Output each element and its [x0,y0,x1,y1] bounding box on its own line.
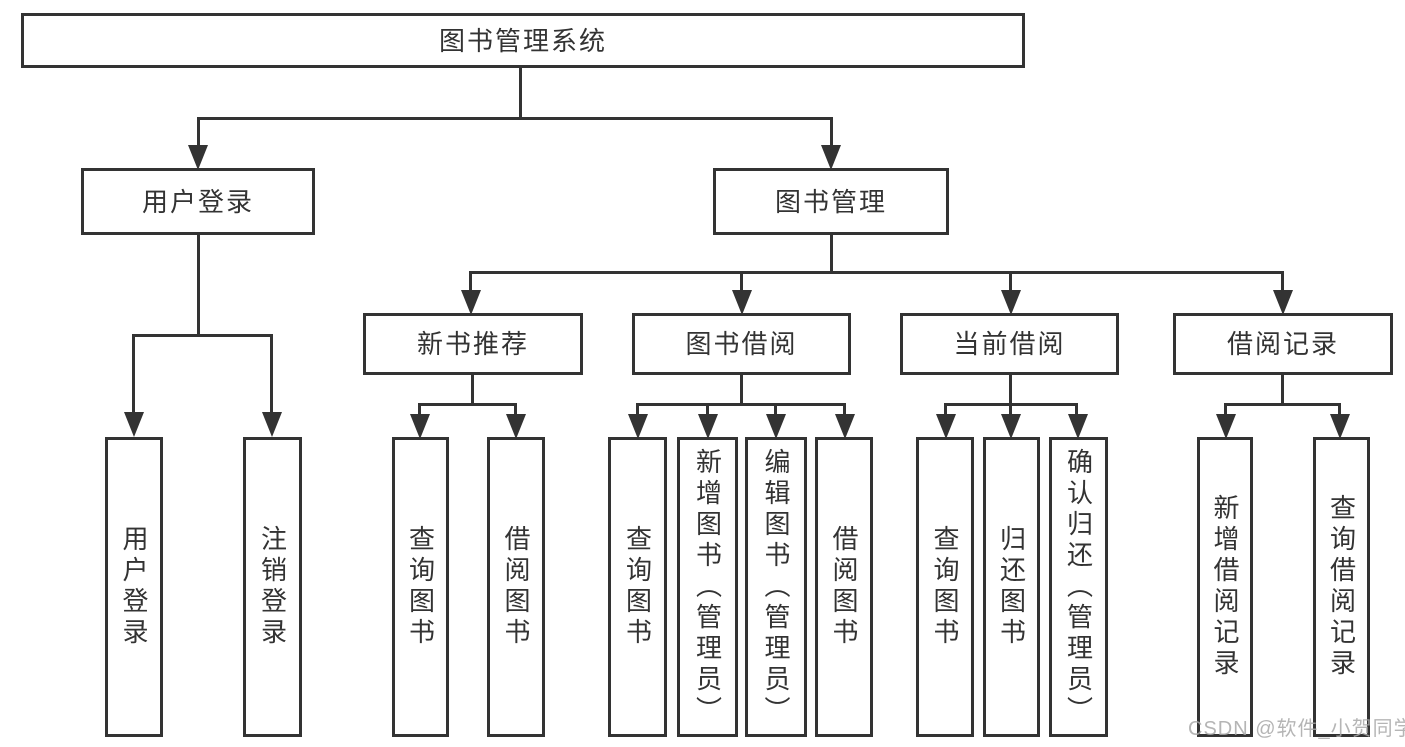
connector-leaf-drop [514,403,517,417]
connector-newbook-hline [418,403,517,406]
leaf-current-query-label: 查询图书 [930,525,960,649]
connector-login-hline [132,334,272,337]
node-current-borrow: 当前借阅 [900,313,1119,375]
arrowhead-icon [732,290,752,315]
leaf-current-query: 查询图书 [916,437,974,737]
connector-login-stem [197,234,200,337]
leaf-add-borrow-record-label: 新增借阅记录 [1210,494,1240,680]
connector-leaf-drop [706,403,709,417]
arrowhead-icon [506,414,526,439]
node-book-borrow-label: 图书借阅 [685,329,798,359]
leaf-user-login-label: 用户登录 [119,525,149,649]
arrowhead-icon [766,414,786,439]
leaf-newbook-borrow: 借阅图书 [487,437,545,737]
connector-mgmt-drop [830,117,833,151]
leaf-newbook-borrow-label: 借阅图书 [501,525,531,649]
csdn-watermark: CSDN @软件_小贺同学 [1188,718,1405,740]
leaf-borrow-edit-admin-label: 编辑图书（管理员） [761,447,791,727]
leaf-user-login: 用户登录 [105,437,163,737]
leaf-return-book: 归还图书 [983,437,1040,737]
leaf-borrow-book: 借阅图书 [815,437,873,737]
node-book-management-label: 图书管理 [774,186,887,217]
connector-mgmt-stem [830,234,833,274]
arrowhead-icon [1068,414,1088,439]
arrowhead-icon [835,414,855,439]
node-book-management: 图书管理 [713,168,949,235]
arrowhead-icon [1001,414,1021,439]
connector-module-drop [469,271,472,293]
connector-current-stem [1009,374,1012,406]
connector-borrow-stem [740,374,743,406]
node-borrow-records: 借阅记录 [1173,313,1393,375]
node-user-login-label: 用户登录 [141,186,254,217]
connector-leaf-drop [418,403,421,417]
connector-login-child-drop [270,334,273,412]
arrowhead-icon [188,145,208,170]
leaf-logout: 注销登录 [243,437,302,737]
leaf-return-book-label: 归还图书 [996,525,1027,649]
node-borrow-records-label: 借阅记录 [1226,329,1339,359]
node-user-login: 用户登录 [81,168,315,235]
node-root: 图书管理系统 [21,13,1025,68]
connector-level1-hline [197,117,833,120]
arrowhead-icon [262,412,282,437]
connector-module-drop [1281,271,1284,293]
leaf-query-borrow-record: 查询借阅记录 [1313,437,1370,737]
connector-leaf-drop [774,403,777,417]
connector-module-drop [1009,271,1012,293]
arrowhead-icon [410,414,430,439]
connector-records-hline [1224,403,1341,406]
leaf-add-borrow-record: 新增借阅记录 [1197,437,1253,737]
connector-leaf-drop [1009,403,1012,417]
leaf-borrow-query-label: 查询图书 [622,525,653,649]
arrowhead-icon [1330,414,1350,439]
leaf-borrow-query: 查询图书 [608,437,667,737]
node-new-book-recommend-label: 新书推荐 [416,329,529,359]
node-root-label: 图书管理系统 [438,25,607,56]
arrowhead-icon [1216,414,1236,439]
leaf-borrow-book-label: 借阅图书 [829,525,859,649]
leaf-borrow-add-admin-label: 新增图书（管理员） [692,447,723,727]
leaf-borrow-add-admin: 新增图书（管理员） [677,437,738,737]
arrowhead-icon [1001,290,1021,315]
connector-leaf-drop [1075,403,1078,417]
node-current-borrow-label: 当前借阅 [953,329,1066,359]
arrowhead-icon [936,414,956,439]
leaf-confirm-return-admin-label: 确认归还（管理员） [1063,447,1094,727]
connector-leaf-drop [843,403,846,417]
leaf-newbook-query: 查询图书 [392,437,449,737]
node-new-book-recommend: 新书推荐 [363,313,583,375]
arrowhead-icon [124,412,144,437]
connector-leaf-drop [1338,403,1341,417]
connector-login-child-drop [132,334,135,412]
leaf-borrow-edit-admin: 编辑图书（管理员） [745,437,807,737]
connector-modules-hline [469,271,1284,274]
node-book-borrow: 图书借阅 [632,313,851,375]
leaf-logout-label: 注销登录 [257,525,288,649]
arrowhead-icon [698,414,718,439]
connector-leaf-drop [636,403,639,417]
connector-records-stem [1281,374,1284,406]
leaf-confirm-return-admin: 确认归还（管理员） [1049,437,1108,737]
connector-newbook-stem [471,374,474,406]
connector-borrow-hline [636,403,846,406]
connector-leaf-drop [944,403,947,417]
connector-login-drop [197,117,200,151]
leaf-newbook-query-label: 查询图书 [405,525,436,649]
connector-root-stem [519,66,522,120]
connector-leaf-drop [1224,403,1227,417]
arrowhead-icon [821,145,841,170]
arrowhead-icon [1273,290,1293,315]
arrowhead-icon [461,290,481,315]
arrowhead-icon [628,414,648,439]
connector-module-drop [740,271,743,293]
leaf-query-borrow-record-label: 查询借阅记录 [1326,494,1357,680]
